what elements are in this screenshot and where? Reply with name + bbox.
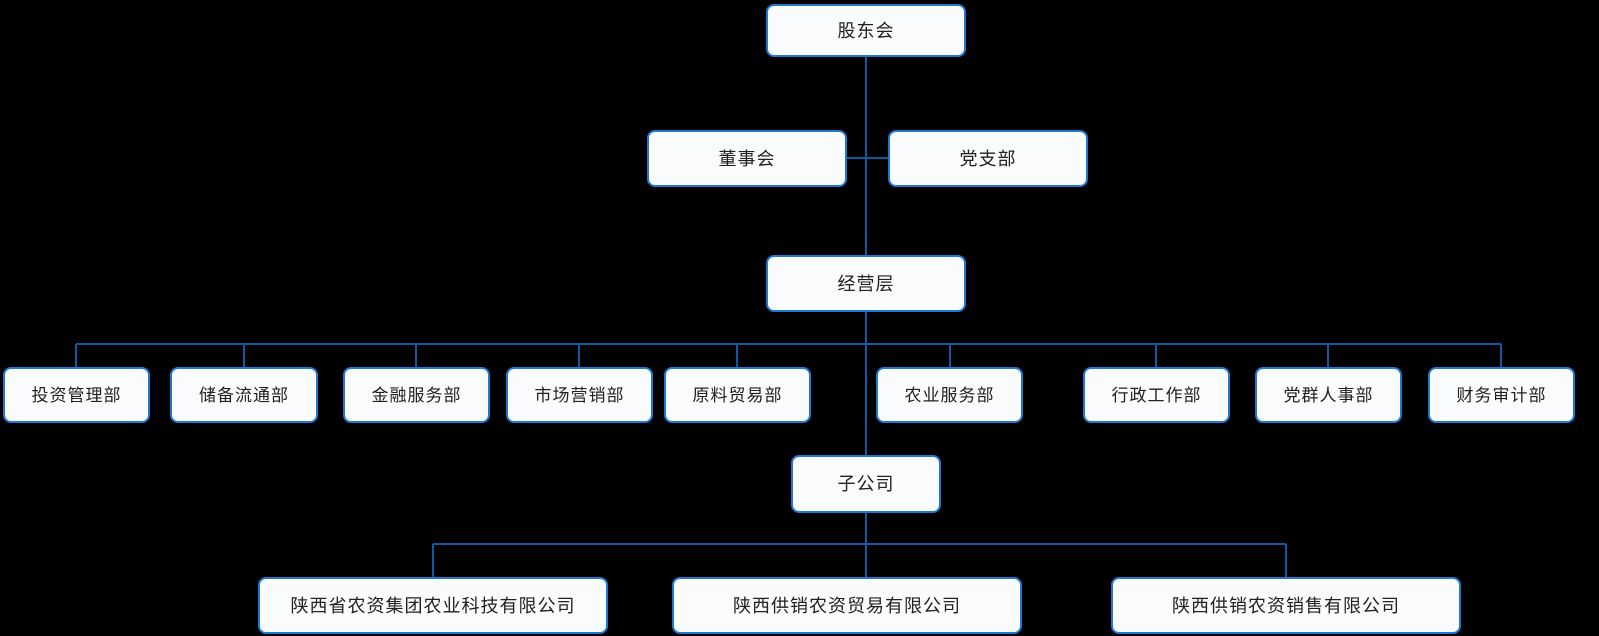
org-node-dept-marketing: 市场营销部 (506, 367, 653, 423)
org-node-label: 党支部 (959, 148, 1017, 169)
org-node-label: 金融服务部 (371, 385, 462, 405)
org-node-company-agri-tech: 陕西省农资集团农业科技有限公司 (258, 577, 608, 634)
org-node-label: 农业服务部 (904, 385, 995, 405)
org-node-dept-investment-management: 投资管理部 (3, 367, 150, 423)
org-node-label: 党群人事部 (1283, 385, 1374, 405)
org-node-label: 储备流通部 (199, 385, 289, 405)
org-node-dept-administrative-work: 行政工作部 (1083, 367, 1230, 423)
org-node-label: 投资管理部 (31, 385, 122, 405)
org-node-label: 子公司 (837, 474, 895, 494)
org-node-board-of-directors: 董事会 (647, 130, 847, 187)
org-node-label: 经营层 (837, 273, 895, 294)
org-node-label: 原料贸易部 (692, 385, 783, 405)
org-node-subsidiaries: 子公司 (791, 455, 941, 513)
org-node-dept-finance-audit: 财务审计部 (1428, 367, 1575, 423)
org-node-label: 财务审计部 (1456, 385, 1547, 405)
org-node-dept-financial-services: 金融服务部 (343, 367, 490, 423)
org-node-company-agri-trade: 陕西供销农资贸易有限公司 (672, 577, 1022, 634)
org-node-label: 陕西省农资集团农业科技有限公司 (290, 595, 576, 616)
org-node-label: 市场营销部 (534, 385, 625, 405)
org-node-dept-raw-material-trade: 原料贸易部 (664, 367, 811, 423)
org-node-management-level: 经营层 (766, 255, 966, 312)
org-node-shareholders-meeting: 股东会 (766, 4, 966, 57)
org-node-label: 董事会 (718, 148, 776, 169)
org-node-label: 陕西供销农资销售有限公司 (1172, 595, 1400, 616)
org-node-label: 股东会 (837, 20, 895, 41)
org-node-dept-party-masses-personnel: 党群人事部 (1255, 367, 1402, 423)
org-node-label: 行政工作部 (1111, 385, 1202, 405)
org-node-company-agri-sales: 陕西供销农资销售有限公司 (1111, 577, 1461, 634)
org-node-dept-agricultural-services: 农业服务部 (876, 367, 1023, 423)
org-node-label: 陕西供销农资贸易有限公司 (733, 595, 961, 616)
org-node-party-branch: 党支部 (888, 130, 1088, 187)
org-node-dept-reserve-circulation: 储备流通部 (170, 367, 318, 423)
